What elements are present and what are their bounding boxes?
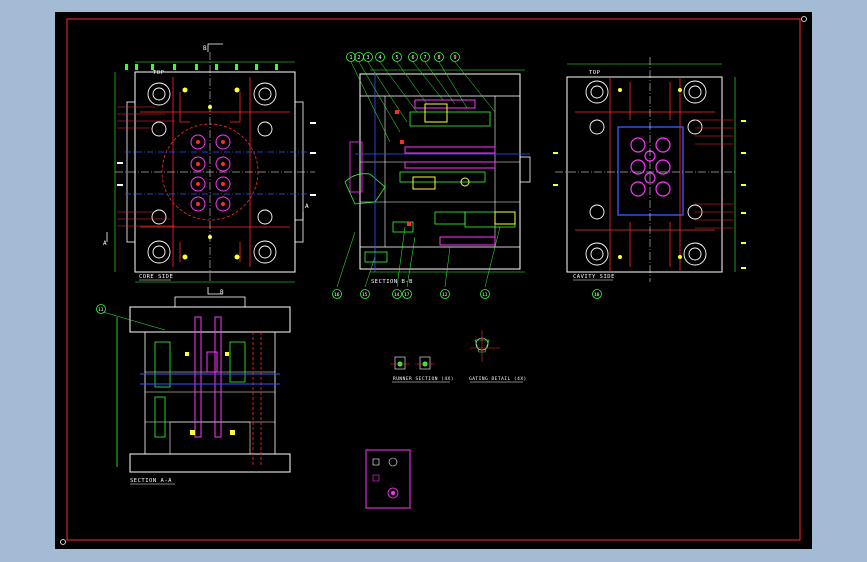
runner-section-detail: [390, 356, 450, 383]
balloon-12: 12: [442, 292, 448, 298]
balloon-11: 11: [482, 292, 488, 298]
top-label-right: TOP: [589, 70, 601, 76]
balloon-3: 3: [367, 55, 370, 61]
balloon-16: 16: [334, 292, 340, 298]
drawing-sheet: 1 2 3 4 5 6 7 8 9 16 15 14 17 12 11 10 1…: [55, 12, 812, 549]
cavity-side-label: CAVITY SIDE: [573, 274, 615, 280]
balloon-6: 6: [412, 55, 415, 61]
balloon-13: 13: [98, 307, 104, 313]
top-label-left: TOP: [153, 70, 165, 76]
balloon-4: 4: [379, 55, 382, 61]
gating-detail-label: GATING DETAIL (4X): [469, 376, 527, 382]
section-bb-label: SECTION B-B: [371, 279, 413, 285]
title-block: [365, 449, 411, 509]
gating-detail: [470, 330, 523, 383]
balloons-top: [346, 52, 460, 62]
section-aa-view: [102, 296, 291, 485]
balloon-17: 17: [404, 292, 410, 298]
core-side-label: CORE SIDE: [139, 274, 173, 280]
marker-b-bottom: B: [220, 289, 224, 296]
balloon-15: 15: [362, 292, 368, 298]
balloon-1: 1: [350, 55, 353, 61]
balloon-7: 7: [424, 55, 427, 61]
corner-mark-tr: [801, 16, 807, 22]
marker-a-left: A: [103, 240, 107, 247]
cad-drawing-canvas: 1 2 3 4 5 6 7 8 9 16 15 14 17 12 11 10 1…: [60, 16, 807, 545]
cavity-side-view: [553, 57, 746, 282]
balloons-bottom: [96, 289, 602, 314]
balloon-8: 8: [438, 55, 441, 61]
balloon-10: 10: [594, 292, 600, 298]
section-aa-label: SECTION A-A: [130, 478, 172, 484]
drawing-border: [66, 18, 801, 541]
runner-section-label: RUNNER SECTION (4X): [393, 376, 454, 382]
balloon-14: 14: [394, 292, 400, 298]
balloon-2: 2: [358, 55, 361, 61]
section-bb-view: [336, 61, 531, 288]
marker-a-right: A: [305, 203, 309, 210]
balloon-5: 5: [396, 55, 399, 61]
core-side-view: [106, 43, 316, 295]
corner-mark-bl: [60, 539, 66, 545]
balloon-9: 9: [454, 55, 457, 61]
marker-b-top: B: [203, 45, 207, 52]
